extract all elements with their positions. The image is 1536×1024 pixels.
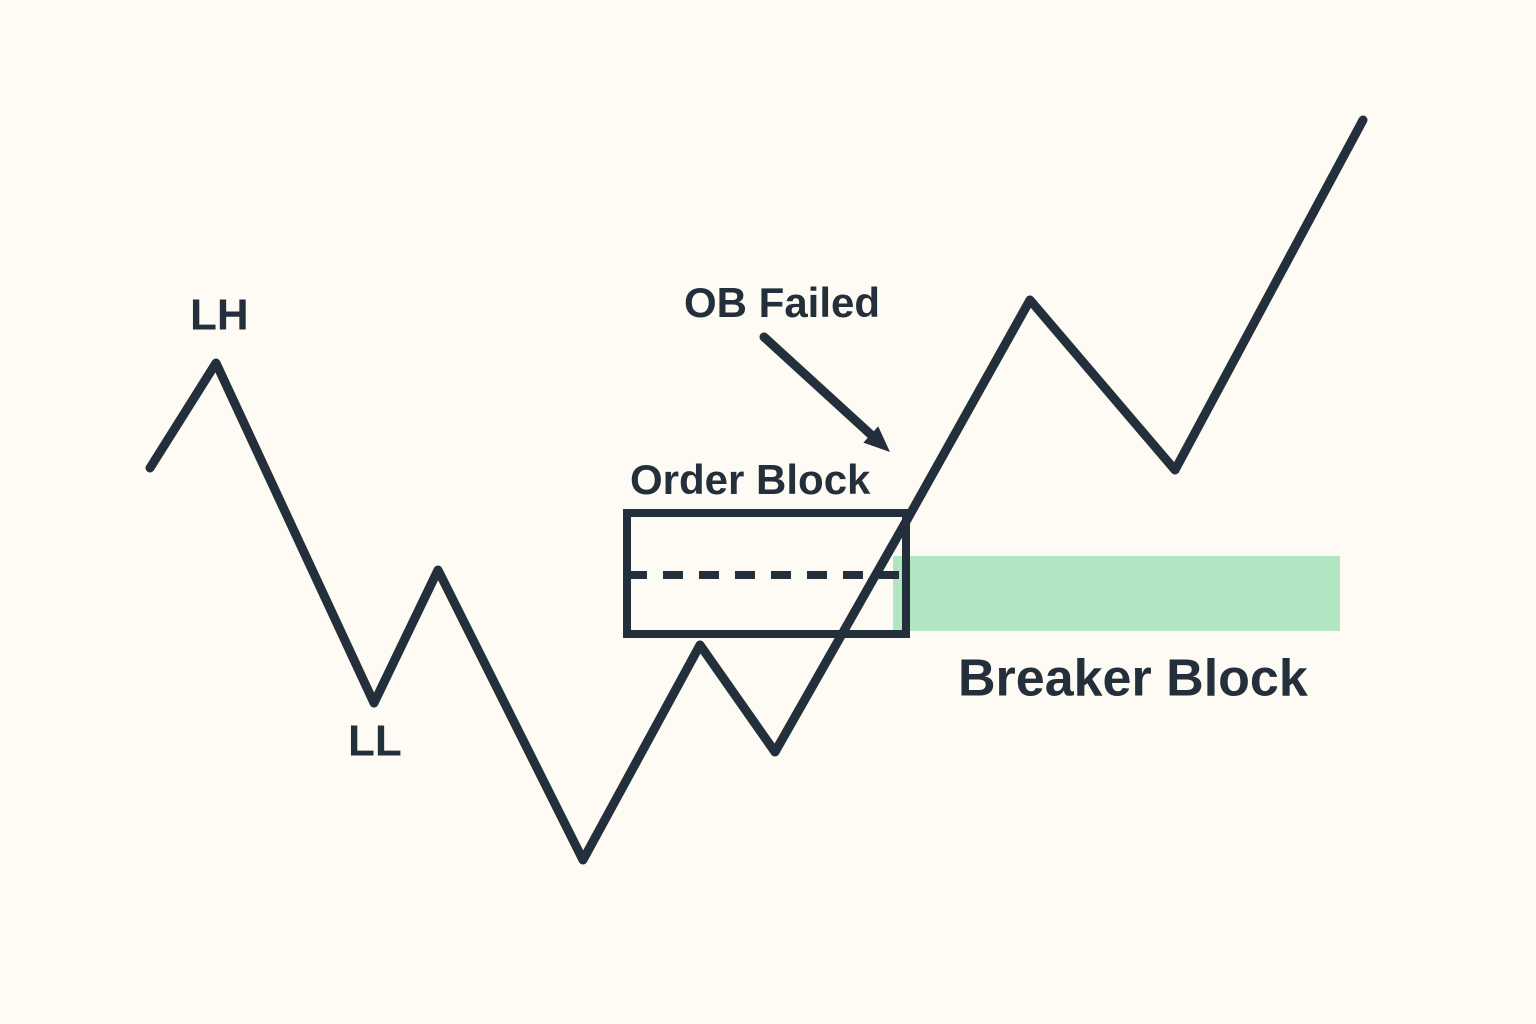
- label-order-block: Order Block: [630, 456, 871, 503]
- label-breaker-block: Breaker Block: [958, 650, 1308, 708]
- label-lower-high: LH: [190, 291, 249, 340]
- ob-failed-arrow: [759, 332, 890, 452]
- label-lower-low: LL: [348, 717, 402, 766]
- breaker-block-zone: [893, 556, 1340, 631]
- price-line: [145, 115, 1368, 865]
- label-ob-failed: OB Failed: [684, 279, 880, 326]
